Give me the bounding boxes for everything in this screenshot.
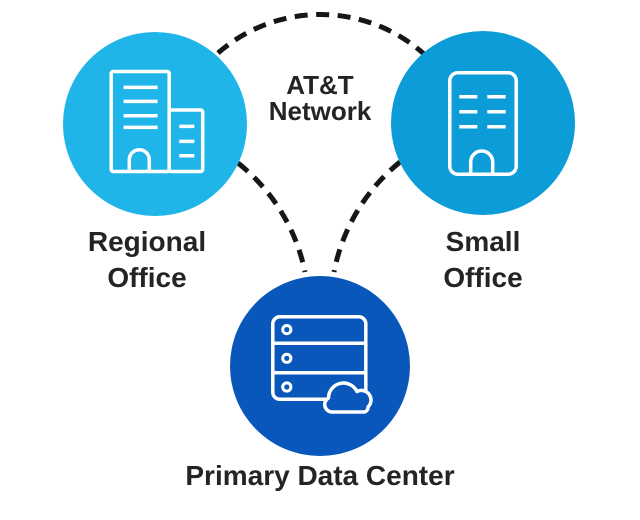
- regional-office-label-line2: Office: [107, 262, 187, 293]
- primary-data-center-label: Primary Data Center: [185, 460, 455, 491]
- small-office-label-line2: Office: [443, 262, 523, 293]
- regional-office-label: Regional Office: [57, 224, 237, 296]
- network-label-line1: AT&T: [286, 70, 354, 100]
- small-office-label-line1: Small: [445, 226, 521, 257]
- small-office-node: [391, 31, 575, 215]
- regional-office-node: [63, 32, 247, 216]
- primary-data-center-node: [230, 276, 410, 456]
- arc-regional-to-small: [216, 11, 426, 56]
- office-building-icon: [448, 71, 518, 176]
- network-label-line2: Network: [268, 96, 372, 126]
- arc-regional-to-datacenter: [236, 161, 308, 273]
- server-cloud-icon: [271, 315, 373, 414]
- regional-office-label-line1: Regional: [87, 226, 207, 257]
- arc-small-to-datacenter: [331, 160, 402, 273]
- cloud-icon: [323, 381, 373, 414]
- office-buildings-icon: [109, 69, 205, 174]
- small-office-label: Small Office: [393, 224, 573, 296]
- network-label: AT&T Network: [220, 72, 420, 124]
